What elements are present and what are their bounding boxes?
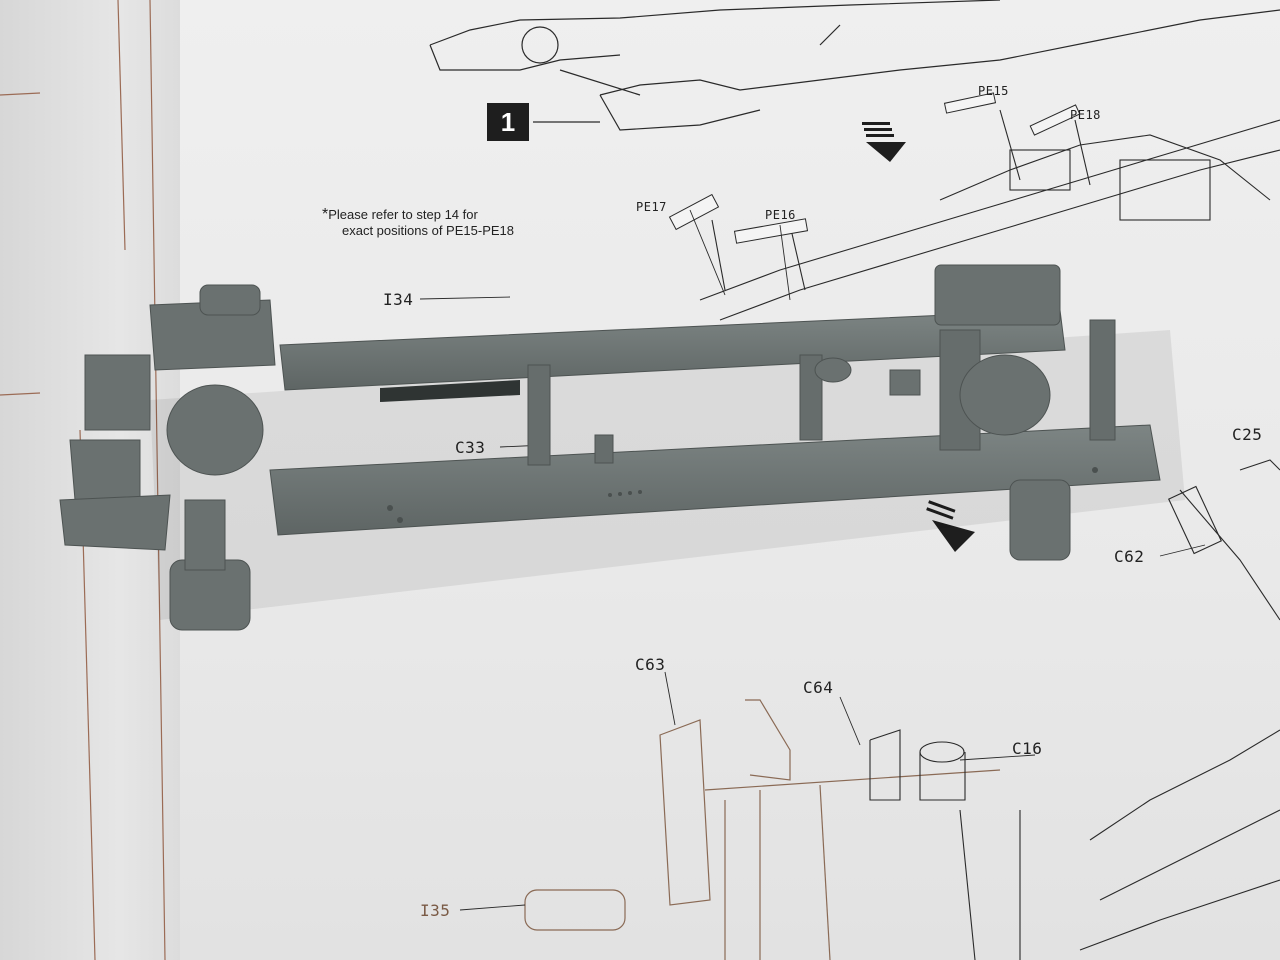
pe15-part (943, 92, 997, 114)
battery-box (889, 369, 921, 396)
label-c25: C25 (1232, 425, 1263, 444)
pe17-part (668, 193, 720, 231)
note-line-2: exact positions of PE15-PE18 (342, 223, 514, 238)
cross-member-1 (527, 364, 551, 466)
rear-differential (959, 354, 1051, 436)
label-i34: I34 (383, 290, 414, 309)
pe16-part (733, 218, 809, 244)
label-pe15: PE15 (978, 84, 1009, 98)
pe18-part (1029, 104, 1081, 136)
front-left-horn (84, 354, 151, 431)
bottom-chassis-drawing (869, 459, 1280, 960)
front-differential (166, 384, 264, 476)
fuel-tank (814, 357, 852, 383)
cross-member-4 (1089, 319, 1116, 441)
front-left-horn-lower (69, 439, 141, 506)
front-bumper-lower (59, 494, 171, 551)
label-pe16: PE16 (765, 208, 796, 222)
label-i35: I35 (420, 901, 451, 920)
top-chassis-drawing (429, 0, 1280, 131)
label-c16: C16 (1012, 739, 1043, 758)
rear-wheel-hub (1009, 479, 1071, 561)
down-right-arrow-icon (932, 520, 975, 552)
note-star: * (322, 206, 329, 223)
upper-frame-rail (279, 309, 1066, 391)
label-c63: C63 (635, 655, 666, 674)
rear-spring-block (934, 264, 1061, 326)
lower-frame-rail (269, 424, 1161, 536)
photo-etch-parts (668, 92, 1081, 244)
label-pe17: PE17 (636, 200, 667, 214)
label-c33: C33 (455, 438, 486, 457)
bracket (594, 434, 614, 464)
label-c62: C62 (1114, 547, 1145, 566)
down-arrow-icon (862, 122, 906, 162)
front-spring-mount (199, 284, 261, 316)
bottom-brown-parts (524, 699, 1001, 960)
label-c64: C64 (803, 678, 834, 697)
note-line-1: Please refer to step 14 for (328, 207, 478, 222)
cross-member-2 (799, 354, 823, 441)
right-chassis-drawing (699, 109, 1280, 321)
label-pe18: PE18 (1070, 108, 1101, 122)
positioning-note: *Please refer to step 14 for exact posit… (322, 207, 514, 239)
steering-knuckle (184, 499, 226, 571)
step-number-box: 1 (487, 103, 529, 141)
